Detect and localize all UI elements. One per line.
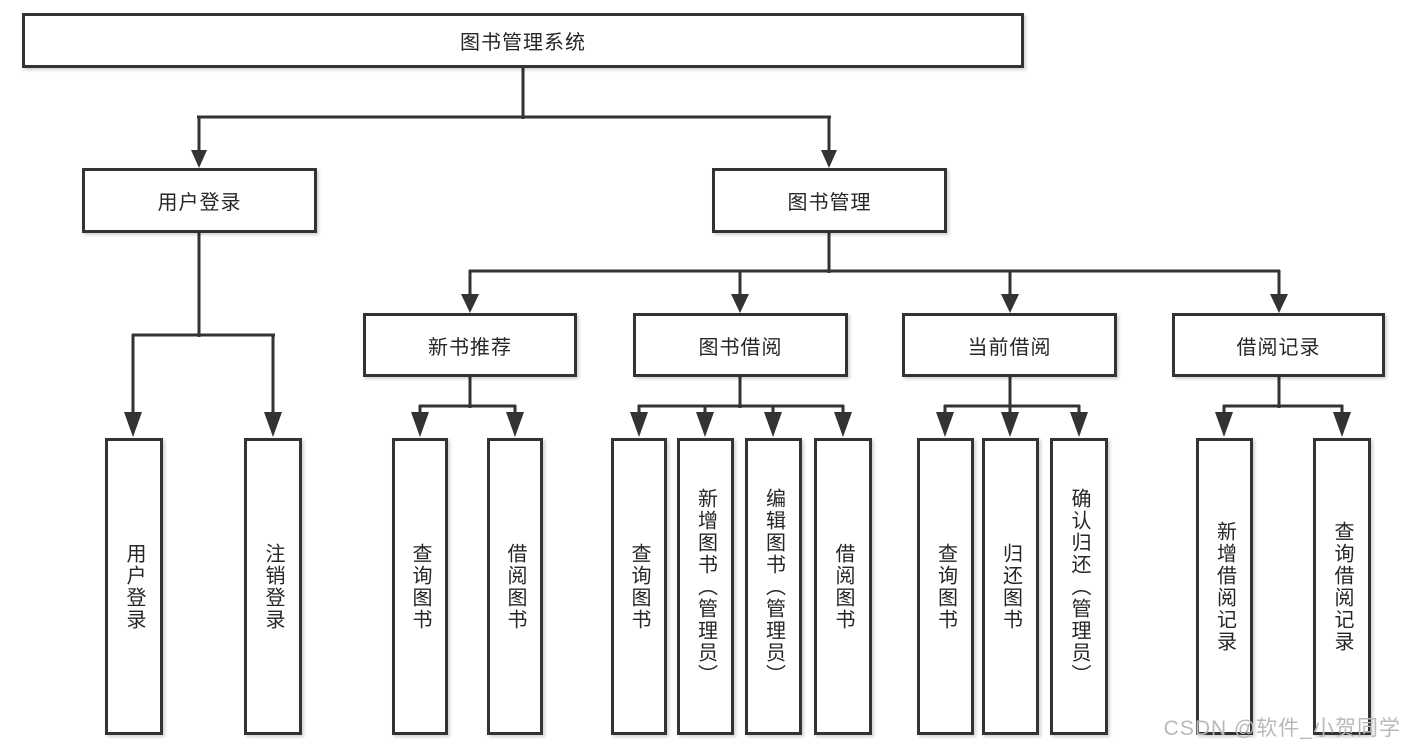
node-borrowing-records: 借阅记录 [1172, 313, 1385, 377]
leaf-add-borrow-record: 新增借阅记录 [1196, 438, 1253, 735]
arrow-down-icon [834, 412, 852, 437]
leaf-borrow-book: 借阅图书 [487, 438, 543, 735]
node-label: 图书管理系统 [460, 32, 586, 54]
arrow-down-icon [936, 412, 954, 437]
leaf-borrow-book: 借阅图书 [814, 438, 872, 735]
leaf-return-book: 归还图书 [982, 438, 1039, 735]
arrow-down-icon [696, 412, 714, 437]
node-label: 确认归还（管理员） [1068, 487, 1090, 686]
node-label: 归还图书 [999, 542, 1022, 631]
leaf-confirm-return-admin: 确认归还（管理员） [1050, 438, 1108, 735]
arrow-down-icon [506, 412, 524, 437]
node-library-management-system: 图书管理系统 [22, 13, 1024, 68]
node-label: 查询借阅记录 [1331, 520, 1353, 653]
arrow-down-icon [264, 412, 282, 437]
leaf-logout: 注销登录 [244, 438, 302, 735]
node-label: 查询图书 [628, 542, 650, 631]
node-label: 借阅图书 [504, 542, 526, 631]
node-book-borrowing: 图书借阅 [633, 313, 848, 377]
leaf-query-borrow-record: 查询借阅记录 [1313, 438, 1371, 735]
node-label: 注销登录 [262, 542, 284, 631]
node-label: 新增借阅记录 [1213, 520, 1236, 653]
arrow-down-icon [1270, 294, 1288, 313]
node-label: 新书推荐 [428, 336, 512, 359]
node-user-login-branch: 用户登录 [82, 168, 317, 233]
csdn-watermark: CSDN @软件_小贺同学 [1163, 717, 1401, 740]
node-current-borrowing: 当前借阅 [902, 313, 1117, 377]
node-label: 用户登录 [123, 542, 145, 631]
arrow-down-icon [821, 150, 837, 168]
node-book-management-branch: 图书管理 [712, 168, 947, 233]
node-label: 图书管理 [787, 192, 872, 214]
arrowheads [124, 150, 1351, 437]
arrow-down-icon [764, 412, 782, 437]
leaf-query-book: 查询图书 [392, 438, 448, 735]
node-label: 用户登录 [157, 192, 242, 214]
node-label: 当前借阅 [967, 336, 1052, 359]
leaf-add-book-admin: 新增图书（管理员） [677, 438, 734, 735]
leaf-user-login: 用户登录 [105, 438, 163, 735]
node-label: 借阅记录 [1236, 336, 1321, 359]
leaf-edit-book-admin: 编辑图书（管理员） [745, 438, 802, 735]
arrow-down-icon [461, 294, 479, 313]
arrow-down-icon [1001, 412, 1019, 437]
node-label: 图书借阅 [698, 336, 783, 359]
arrow-down-icon [1333, 412, 1351, 437]
arrow-down-icon [630, 412, 648, 437]
node-label: 查询图书 [409, 542, 431, 631]
arrow-down-icon [124, 412, 142, 437]
arrow-down-icon [191, 150, 207, 168]
node-new-book-recommendation: 新书推荐 [363, 313, 577, 377]
node-label: 查询图书 [934, 542, 957, 631]
arrow-down-icon [411, 412, 429, 437]
node-label: 编辑图书（管理员） [762, 487, 785, 686]
leaf-query-book: 查询图书 [917, 438, 974, 735]
arrow-down-icon [1070, 412, 1088, 437]
arrow-down-icon [731, 294, 749, 313]
leaf-query-book: 查询图书 [611, 438, 667, 735]
node-label: 借阅图书 [832, 542, 854, 631]
node-label: 新增图书（管理员） [694, 487, 717, 686]
arrow-down-icon [1001, 294, 1019, 313]
arrow-down-icon [1215, 412, 1233, 437]
